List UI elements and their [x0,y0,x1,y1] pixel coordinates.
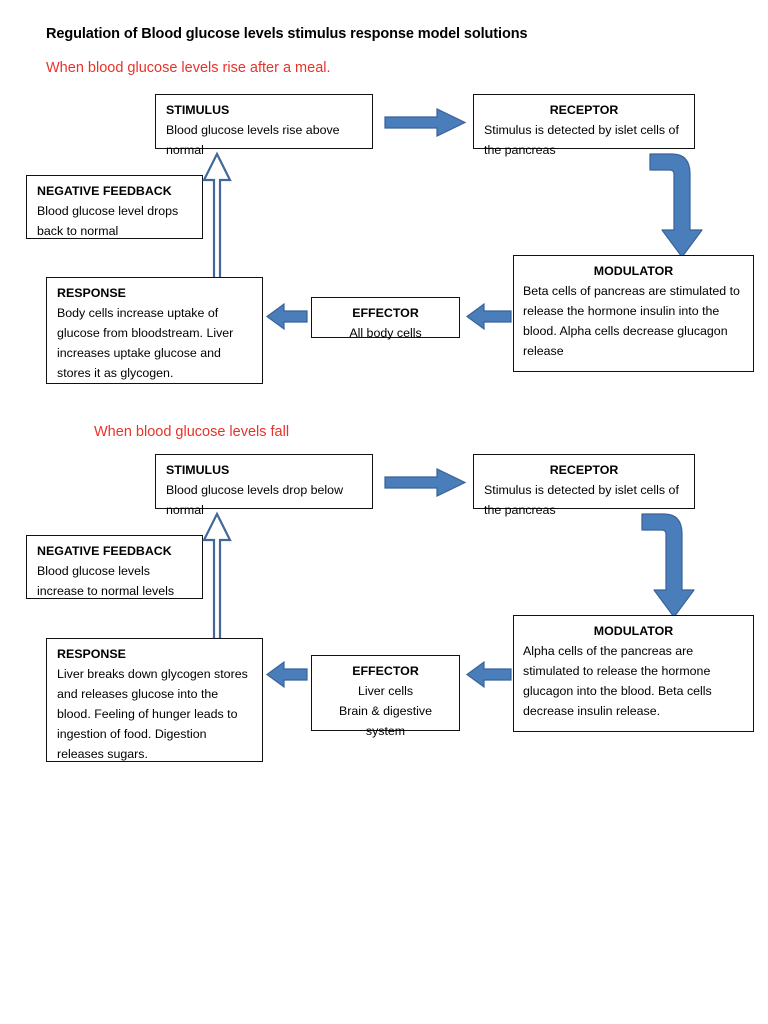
arrow-receptor-to-modulator-2 [641,512,716,619]
section-heading-fall: When blood glucose levels fall [94,424,290,440]
box-response-1-title: RESPONSE [57,286,126,300]
arrow-effector-to-response-1 [265,302,308,331]
box-stimulus-2-title: STIMULUS [166,463,230,477]
box-negative-feedback-2-body: Blood glucose levels increase to normal … [37,564,175,599]
box-effector-2: EFFECTOR Liver cells Brain & digestive s… [311,655,460,738]
box-receptor-1-title: RECEPTOR [549,103,619,117]
box-receptor-2-title: RECEPTOR [549,463,619,477]
box-receptor-1-body: Stimulus is detected by islet cells of t… [484,123,679,158]
arrow-feedback-up-1 [201,150,233,281]
arrow-stimulus-to-receptor-1 [384,108,467,137]
arrow-stimulus-to-receptor-2 [384,468,467,497]
box-receptor-2-body: Stimulus is detected by islet cells of t… [484,483,679,518]
box-negative-feedback-1: NEGATIVE FEEDBACK Blood glucose level dr… [26,175,203,239]
box-stimulus-1: STIMULUS Blood glucose levels rise above… [155,94,373,157]
box-modulator-1-body: Beta cells of pancreas are stimulated to… [523,284,740,359]
box-effector-2-title: EFFECTOR [352,664,419,678]
box-modulator-2-body: Alpha cells of the pancreas are stimulat… [523,644,712,719]
section-heading-rise: When blood glucose levels rise after a m… [46,60,331,76]
box-effector-2-body: Liver cells Brain & digestive system [339,684,432,739]
box-receptor-1: RECEPTOR Stimulus is detected by islet c… [473,94,695,157]
box-modulator-2-title: MODULATOR [593,624,674,638]
box-stimulus-1-title: STIMULUS [166,103,230,117]
arrow-modulator-to-effector-2 [465,660,512,689]
box-modulator-1-title: MODULATOR [593,264,674,278]
arrow-feedback-up-2 [201,510,233,641]
arrow-modulator-to-effector-1 [465,302,512,331]
box-response-2-body: Liver breaks down glycogen stores and re… [57,667,248,762]
arrow-effector-to-response-2 [265,660,308,689]
box-negative-feedback-1-title: NEGATIVE FEEDBACK [37,184,172,198]
box-receptor-2: RECEPTOR Stimulus is detected by islet c… [473,454,695,517]
box-effector-1-title: EFFECTOR [352,306,419,320]
box-response-1: RESPONSE Body cells increase uptake of g… [46,277,263,384]
box-effector-1-body: All body cells [349,326,422,341]
page-title: Regulation of Blood glucose levels stimu… [46,26,528,42]
box-negative-feedback-2-title: NEGATIVE FEEDBACK [37,544,172,558]
box-response-1-body: Body cells increase uptake of glucose fr… [57,306,234,381]
box-effector-1: EFFECTOR All body cells [311,297,460,340]
box-response-2-title: RESPONSE [57,647,126,661]
box-stimulus-2: STIMULUS Blood glucose levels drop below… [155,454,373,517]
box-stimulus-1-body: Blood glucose levels rise above normal [166,123,340,158]
box-negative-feedback-1-body: Blood glucose level drops back to normal [37,204,179,239]
box-stimulus-2-body: Blood glucose levels drop below normal [166,483,344,518]
box-modulator-2: MODULATOR Alpha cells of the pancreas ar… [513,615,754,732]
arrow-receptor-to-modulator-1 [649,152,720,259]
box-response-2: RESPONSE Liver breaks down glycogen stor… [46,638,263,762]
box-negative-feedback-2: NEGATIVE FEEDBACK Blood glucose levels i… [26,535,203,599]
box-modulator-1: MODULATOR Beta cells of pancreas are sti… [513,255,754,372]
